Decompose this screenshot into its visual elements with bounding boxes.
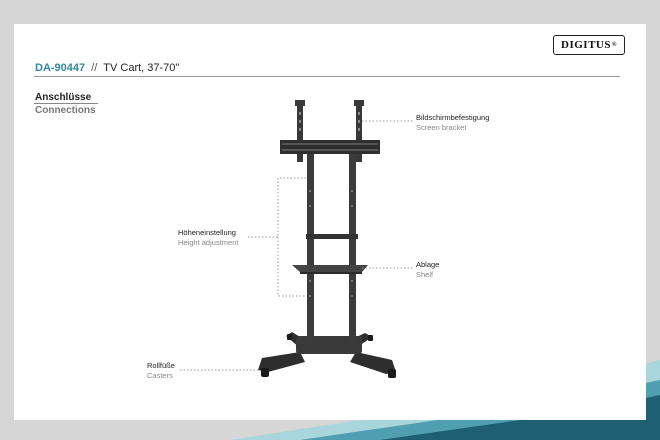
callout-casters-en: Casters <box>147 371 173 380</box>
callout-height-adjustment: Höheneinstellung Height adjustment <box>178 228 238 248</box>
cross-bar <box>306 234 358 239</box>
screen-bracket <box>280 100 380 162</box>
brand-logo: DIGITUS® <box>553 35 625 55</box>
callout-casters-de: Rollfüße <box>147 361 175 370</box>
callout-screen-bracket-en: Screen bracket <box>416 123 467 132</box>
column-holes <box>309 190 353 297</box>
callout-shelf: Ablage Shelf <box>416 260 439 280</box>
cart-base <box>258 332 396 374</box>
callout-screen-bracket-de: Bildschirmbefestigung <box>416 113 490 122</box>
caster-wheels <box>261 334 396 378</box>
callout-screen-bracket: Bildschirmbefestigung Screen bracket <box>416 113 489 133</box>
title-separator: // <box>91 62 98 74</box>
callout-shelf-en: Shelf <box>416 270 434 279</box>
callout-casters: Rollfüße Casters <box>147 361 175 381</box>
callout-line-height <box>248 177 306 238</box>
title-divider <box>34 76 620 77</box>
callout-shelf-de: Ablage <box>416 260 440 269</box>
callout-height-adjustment-de: Höheneinstellung <box>178 228 236 237</box>
section-title-en: Connections <box>35 105 96 116</box>
section-title-de: Anschlüsse <box>35 92 92 103</box>
product-title: DA-90447 // TV Cart, 37-70" <box>35 62 179 74</box>
bracket-holes <box>299 112 360 131</box>
callout-height-adjustment-en: Height adjustment <box>178 238 239 247</box>
section-divider <box>34 103 98 104</box>
support-columns <box>307 152 356 348</box>
product-code: DA-90447 <box>35 62 86 74</box>
brand-logo-text: DIGITUS <box>561 39 611 51</box>
shelf-plate <box>292 265 368 272</box>
registered-mark: ® <box>611 42 617 48</box>
product-name: TV Cart, 37-70" <box>103 62 180 74</box>
